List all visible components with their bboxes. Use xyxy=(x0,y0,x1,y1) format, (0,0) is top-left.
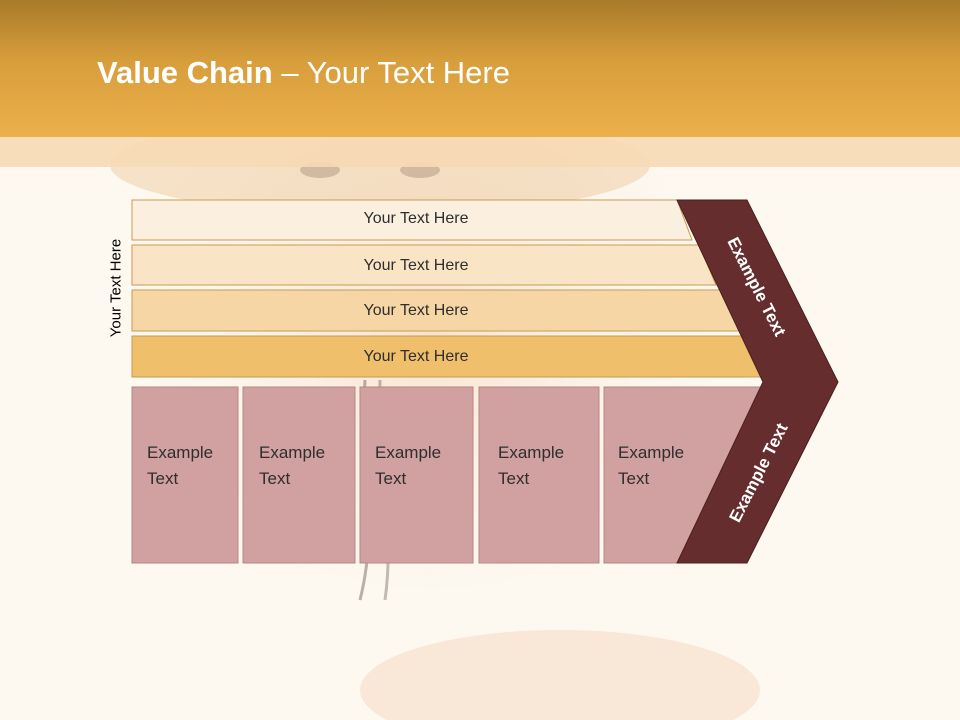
title-bold: Value Chain xyxy=(97,55,273,90)
box-5-line-1: Example xyxy=(618,443,685,462)
bar-1-label: Your Text Here xyxy=(363,210,469,227)
title-rest: – Your Text Here xyxy=(272,55,510,90)
box-5-line-2: Text xyxy=(618,469,650,488)
box-3-line-2: Text xyxy=(375,469,407,488)
header-band xyxy=(0,137,960,167)
bar-4-label: Your Text Here xyxy=(363,348,469,365)
box-4-line-2: Text xyxy=(498,469,530,488)
chevron-shape xyxy=(676,199,839,564)
bar-2-shape xyxy=(131,244,717,286)
box-4-shape xyxy=(478,386,600,564)
slide-title: Value Chain – Your Text Here xyxy=(97,55,510,91)
box-4-line-1: Example xyxy=(498,443,565,462)
bar-1-shape xyxy=(131,199,693,241)
box-2-line-1: Example xyxy=(259,443,326,462)
box-1-line-1: Example xyxy=(147,443,214,462)
bar-2-label: Your Text Here xyxy=(363,257,469,274)
header-bar xyxy=(0,0,960,137)
box-3-shape xyxy=(359,386,474,564)
box-2-shape xyxy=(242,386,356,564)
box-1-line-2: Text xyxy=(147,469,179,488)
box-2-line-2: Text xyxy=(259,469,291,488)
box-3-line-1: Example xyxy=(375,443,442,462)
box-1-shape xyxy=(131,386,239,564)
bar-3-label: Your Text Here xyxy=(363,302,469,319)
